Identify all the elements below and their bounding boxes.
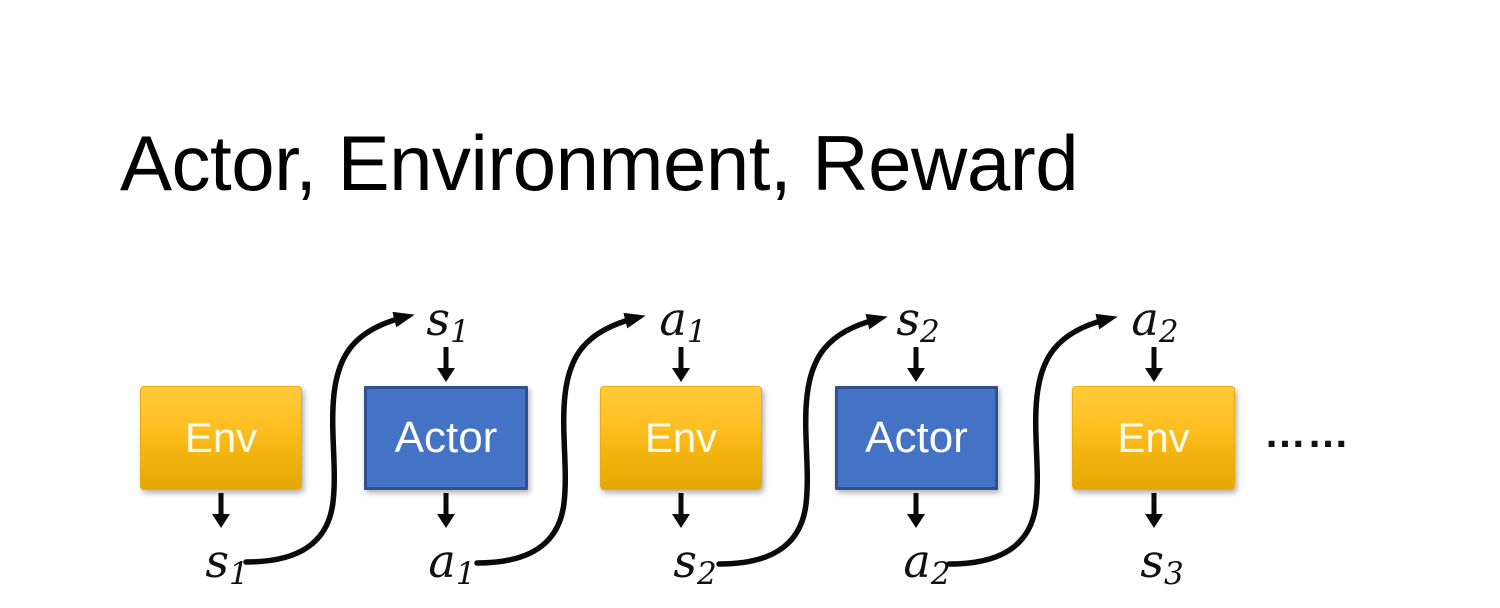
bottom-label-a2: a2 xyxy=(903,534,951,592)
bottom-label-s2: s2 xyxy=(673,534,717,592)
env-box-1: Env xyxy=(140,386,302,490)
actor-box-2: Actor xyxy=(835,386,998,490)
top-label-s1: s1 xyxy=(426,292,470,350)
slide-title: Actor, Environment, Reward xyxy=(120,119,1079,207)
env-box-3-label: Env xyxy=(1117,414,1190,461)
top-label-a1: a1 xyxy=(659,292,707,350)
continuation-ellipsis: …… xyxy=(1264,409,1350,456)
actor-box-1-label: Actor xyxy=(394,413,498,462)
bottom-label-s3: s3 xyxy=(1140,534,1184,592)
env-box-3: Env xyxy=(1072,386,1235,490)
bottom-label-a1: a1 xyxy=(428,534,476,592)
bottom-label-s1: s1 xyxy=(205,534,249,592)
top-label-s2: s2 xyxy=(896,292,940,350)
actor-box-1: Actor xyxy=(364,386,528,490)
top-label-a2: a2 xyxy=(1131,292,1179,350)
actor-box-2-label: Actor xyxy=(865,413,968,462)
env-box-1-label: Env xyxy=(184,414,258,461)
env-box-2: Env xyxy=(600,386,762,490)
env-box-2-label: Env xyxy=(644,414,718,461)
